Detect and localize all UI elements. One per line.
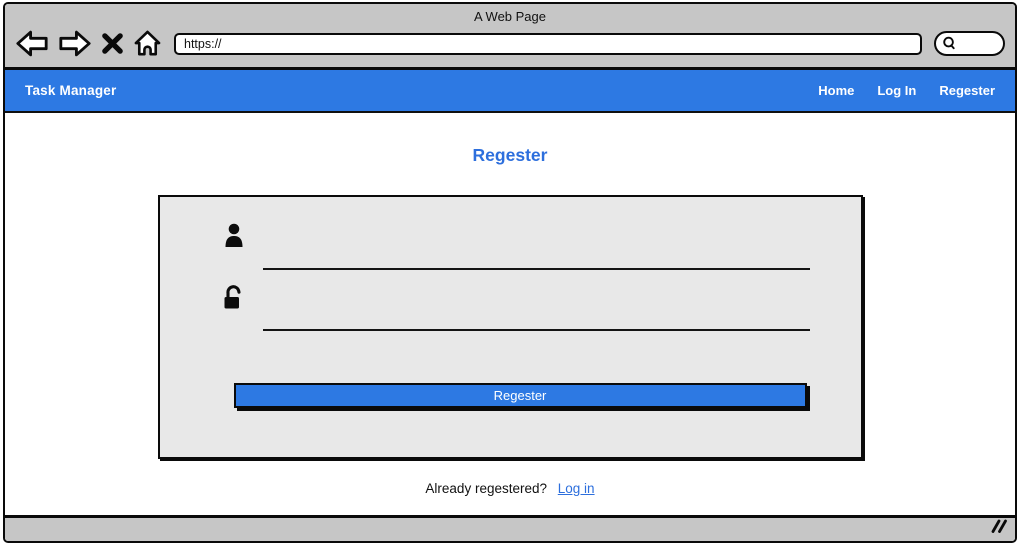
register-form-card: Regester [157,195,863,459]
nav-link-register[interactable]: Regester [939,83,995,98]
close-x-icon[interactable] [101,32,124,55]
login-link[interactable]: Log in [557,481,595,496]
resize-handle-icon[interactable] [989,519,1007,538]
page-title: Regester [472,145,548,165]
forward-arrow-icon[interactable] [58,29,92,58]
nav-link-login[interactable]: Log In [877,83,917,98]
browser-window: A Web Page [3,2,1017,543]
password-input[interactable] [262,297,810,331]
username-input[interactable] [262,236,810,270]
window-title: A Web Page [473,9,547,24]
nav-link-home[interactable]: Home [818,83,855,98]
register-submit-button[interactable]: Regester [233,383,807,408]
back-arrow-icon[interactable] [15,29,49,58]
status-bar [5,515,1015,541]
url-input[interactable] [174,32,922,55]
person-icon [224,223,244,254]
home-icon[interactable] [133,29,162,58]
nav-links: Home Log In Regester [818,83,995,98]
browser-chrome: A Web Page [5,4,1015,70]
brand-title: Task Manager [25,83,117,98]
already-registered-text: Already regestered? [425,481,547,496]
browser-toolbar [15,29,1005,58]
page-content: Regester Regester Already regestered? Lo… [5,113,1015,515]
already-registered-row: Already regestered? Log in [5,481,1015,496]
open-lock-icon [222,285,244,316]
search-box[interactable] [934,31,1005,56]
app-navbar: Task Manager Home Log In Regester [5,70,1015,113]
search-icon [943,36,955,50]
